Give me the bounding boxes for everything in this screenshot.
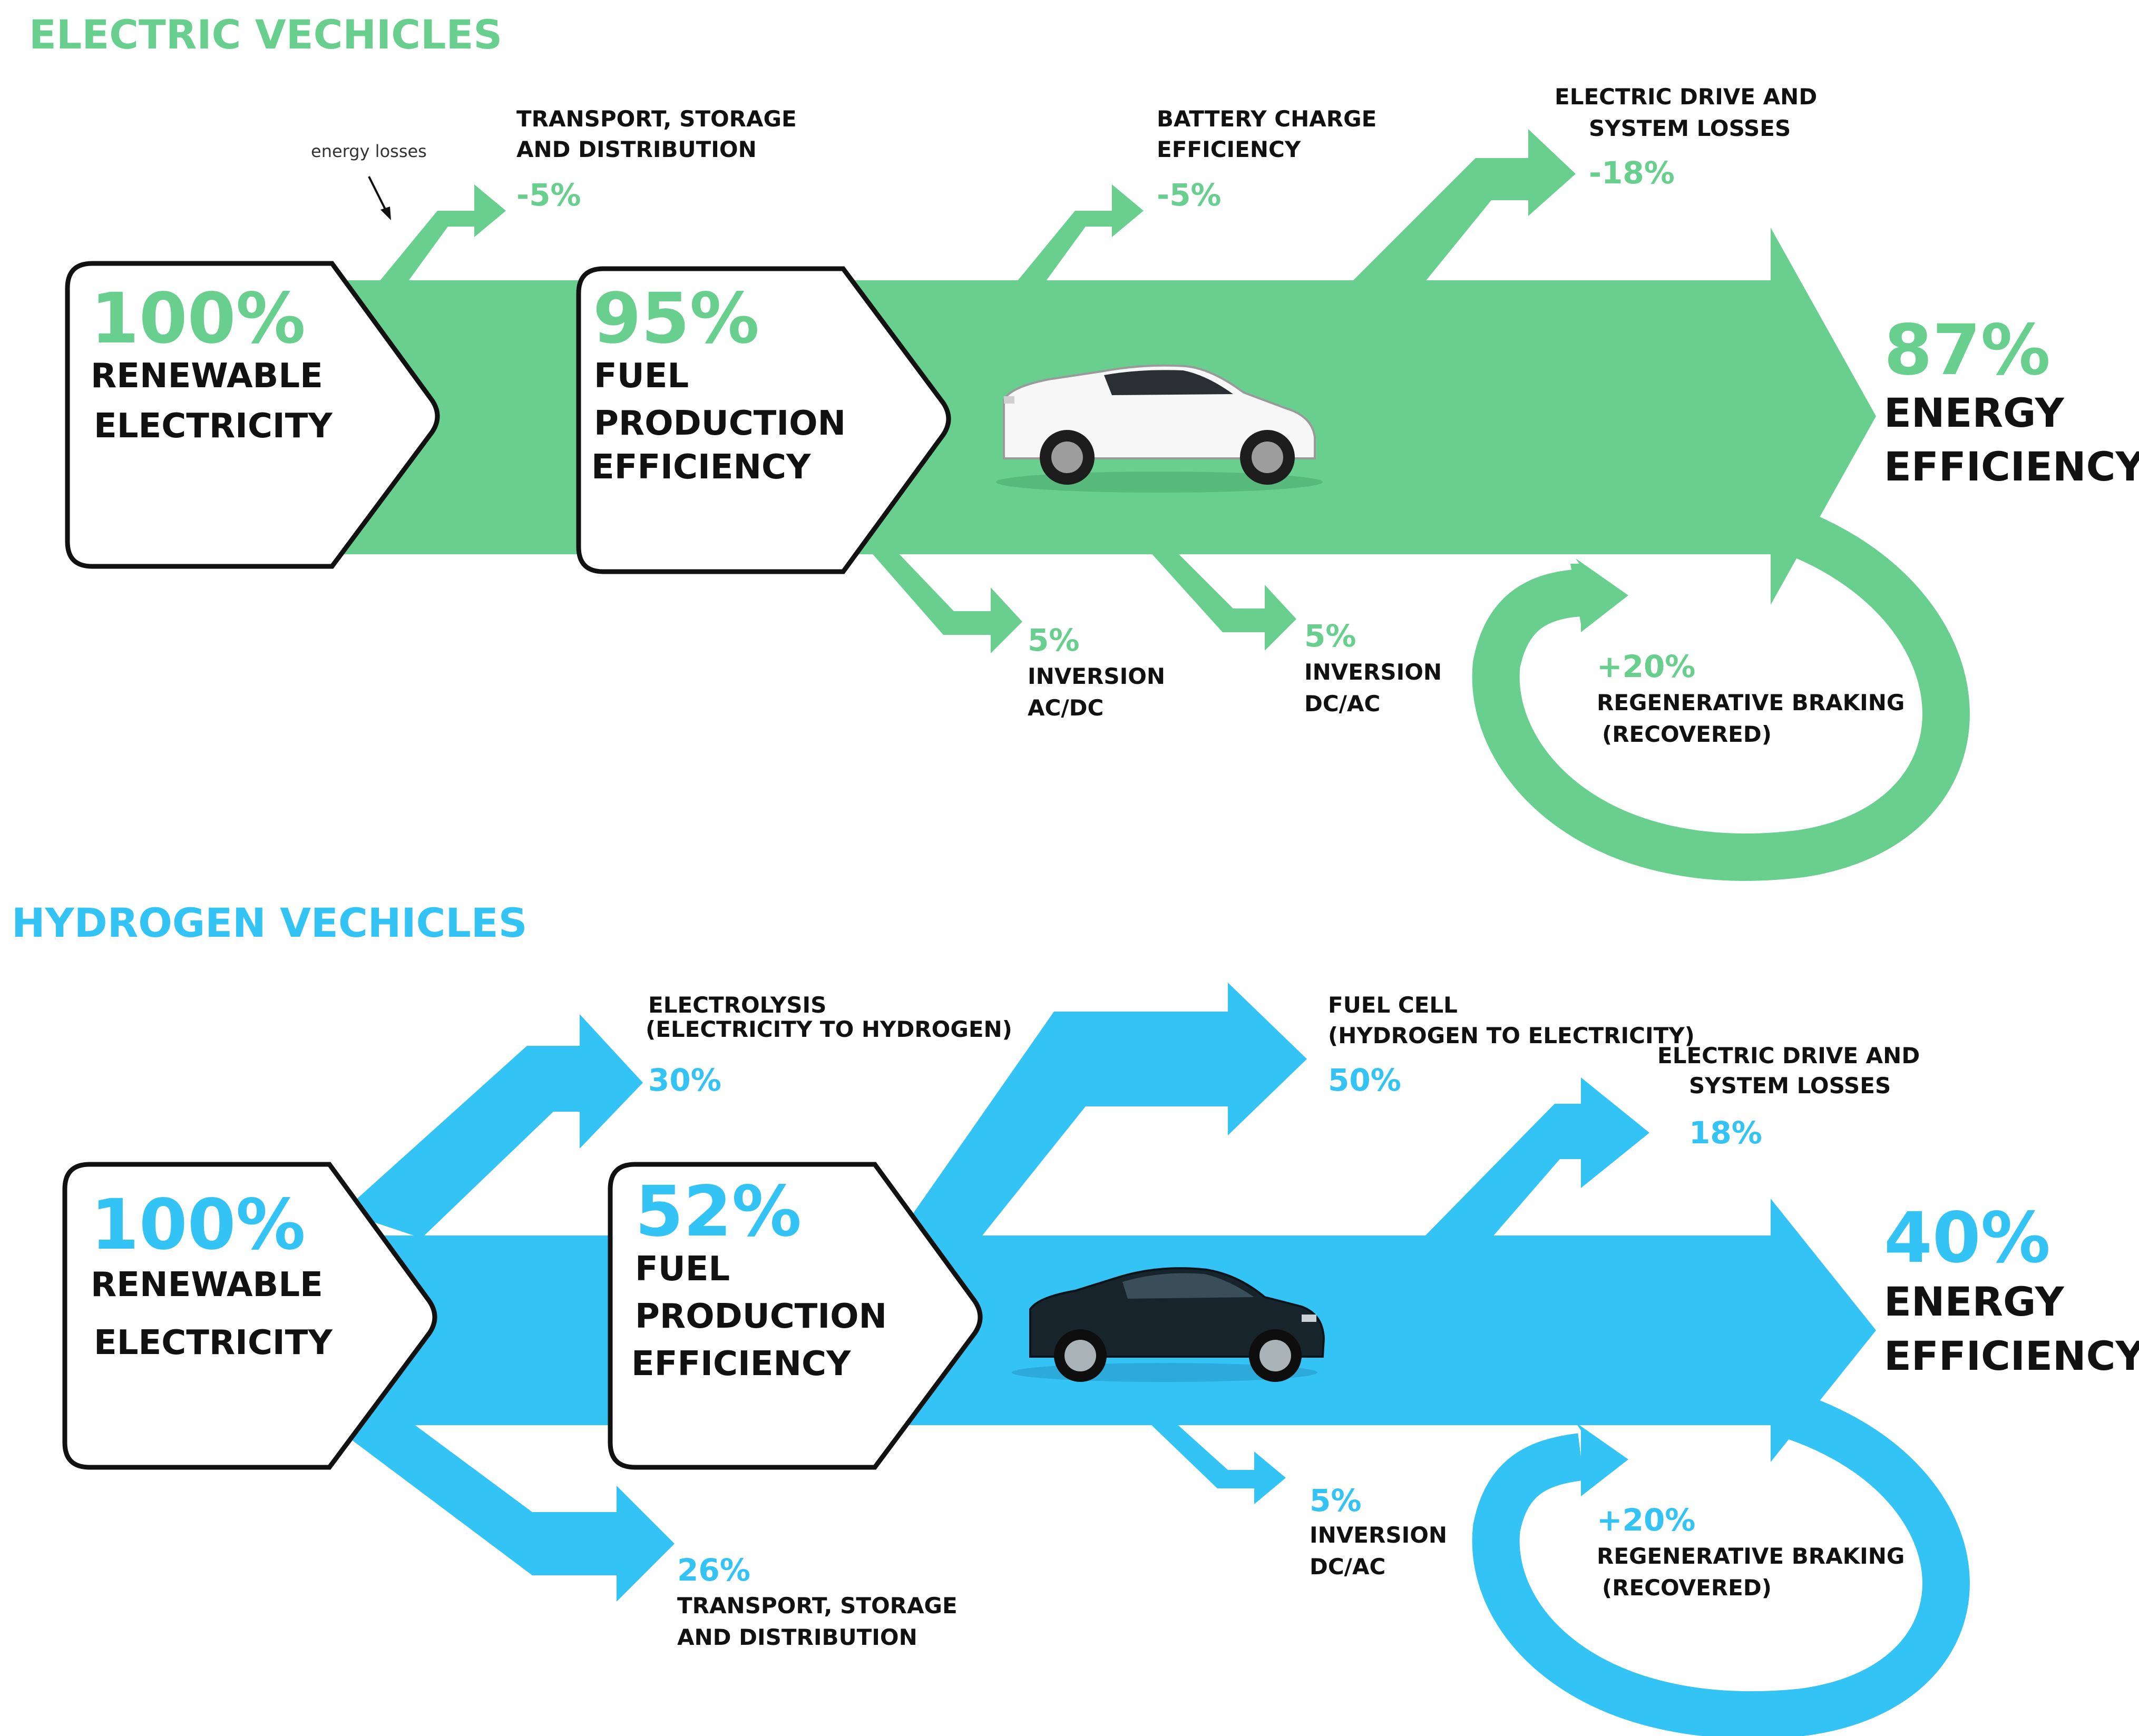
ev-heading: ELECTRIC VECHICLES <box>29 11 502 58</box>
h2-regen-arrowhead <box>1576 1423 1628 1496</box>
ev-loss-dcac-pct: 5% <box>1304 618 1356 654</box>
h2-loss-electrolysis-pct: 30% <box>648 1062 721 1098</box>
ev-loss-dcac-label1: INVERSION <box>1304 659 1442 685</box>
ev-loss-battery-pct: -5% <box>1157 177 1222 213</box>
ev-loss-drive-label2: SYSTEM LOSSES <box>1589 115 1791 141</box>
h2-loss-transport-label2: AND DISTRIBUTION <box>677 1624 917 1650</box>
ev-production-line2: PRODUCTION <box>594 404 846 443</box>
black-sedan-icon <box>1012 1267 1325 1382</box>
ev-result-line2: EFFICIENCY <box>1884 443 2139 490</box>
ev-loss-drive-label1: ELECTRIC DRIVE AND <box>1555 84 1817 110</box>
h2-result-line2: EFFICIENCY <box>1884 1332 2139 1379</box>
ev-source-pct: 100% <box>91 278 306 359</box>
ev-regen-pct: +20% <box>1597 649 1695 684</box>
h2-loss-arrow-dcac <box>1149 1423 1286 1504</box>
ev-regen-label1: REGENERATIVE BRAKING <box>1597 690 1904 715</box>
ev-loss-dcac-label2: DC/AC <box>1304 691 1380 717</box>
ev-regen-head <box>1570 564 1581 624</box>
h2-loss-arrow-electrolysis <box>343 1014 643 1238</box>
h2-source-line2: ELECTRICITY <box>94 1323 333 1362</box>
ev-source-box <box>65 261 440 569</box>
h2-regen-pct: +20% <box>1597 1502 1695 1538</box>
ev-loss-battery-label1: BATTERY CHARGE <box>1157 106 1376 132</box>
h2-loss-dcac-pct: 5% <box>1310 1483 1361 1518</box>
h2-production-line2: PRODUCTION <box>635 1297 887 1336</box>
h2-source-pct: 100% <box>91 1184 306 1266</box>
ev-loss-transport-label1: TRANSPORT, STORAGE <box>516 106 797 132</box>
ev-production-box <box>576 266 951 574</box>
hydrogen-section: HYDROGEN VECHICLES 100% RENEWABLE ELECTR… <box>12 899 2139 1736</box>
h2-loss-arrow-drive <box>1423 1077 1649 1238</box>
ev-production-line3: EFFICIENCY <box>591 448 811 487</box>
ev-annotation-pointer-head <box>380 207 391 220</box>
h2-result-line1: ENERGY <box>1884 1278 2065 1325</box>
ev-loss-arrow-drive <box>1349 129 1576 285</box>
h2-loss-arrow-transport <box>343 1391 675 1602</box>
ev-loss-arrow-dcac <box>1149 551 1296 651</box>
ev-loss-drive-pct: -18% <box>1589 155 1675 191</box>
h2-loss-fuelcell-label1: FUEL CELL <box>1328 992 1458 1018</box>
h2-loss-transport-label1: TRANSPORT, STORAGE <box>677 1593 958 1619</box>
ev-loss-transport-label2: AND DISTRIBUTION <box>516 136 757 162</box>
ev-production-pct: 95% <box>593 278 759 359</box>
ev-section: ELECTRIC VECHICLES 100% RENEWABLE ELECTR… <box>29 11 2139 881</box>
ev-loss-arrow-acdc <box>870 551 1022 653</box>
ev-energy-losses-annotation: energy losses <box>311 141 427 161</box>
h2-source-box <box>62 1162 437 1470</box>
h2-heading: HYDROGEN VECHICLES <box>12 899 527 946</box>
h2-production-line1: FUEL <box>635 1250 730 1289</box>
h2-production-line3: EFFICIENCY <box>631 1345 851 1384</box>
ev-loss-transport-pct: -5% <box>516 177 581 213</box>
h2-loss-arrow-fuelcell <box>896 983 1307 1238</box>
white-suv-icon <box>996 364 1323 493</box>
ev-regen-label2: (RECOVERED) <box>1602 721 1772 747</box>
h2-loss-fuelcell-label2: (HYDROGEN TO ELECTRICITY) <box>1328 1023 1695 1048</box>
h2-result-pct: 40% <box>1884 1198 2050 1279</box>
h2-regen-label2: (RECOVERED) <box>1602 1575 1772 1601</box>
ev-loss-arrow-battery <box>1014 184 1144 285</box>
ev-loss-acdc-label1: INVERSION <box>1028 663 1165 689</box>
ev-loss-battery-label2: EFFICIENCY <box>1157 136 1301 162</box>
h2-regen-loop <box>1472 1389 1970 1736</box>
ev-source-line1: RENEWABLE <box>91 357 323 396</box>
ev-loss-acdc-label2: AC/DC <box>1028 695 1103 721</box>
h2-loss-dcac-label1: INVERSION <box>1310 1522 1447 1548</box>
h2-loss-fuelcell-pct: 50% <box>1328 1062 1401 1098</box>
h2-production-pct: 52% <box>635 1171 802 1252</box>
h2-loss-electrolysis-label2: (ELECTRICITY TO HYDROGEN) <box>646 1016 1012 1042</box>
h2-loss-drive-pct: 18% <box>1689 1115 1762 1151</box>
h2-production-box <box>608 1162 983 1470</box>
ev-loss-arrow-transport <box>377 184 506 285</box>
h2-loss-dcac-label2: DC/AC <box>1310 1554 1385 1580</box>
h2-loss-transport-pct: 26% <box>677 1552 750 1588</box>
ev-source-line2: ELECTRICITY <box>94 407 333 446</box>
h2-regen-label1: REGENERATIVE BRAKING <box>1597 1543 1904 1569</box>
h2-source-line1: RENEWABLE <box>91 1266 323 1305</box>
ev-regen-loop <box>1472 504 1970 881</box>
ev-result-pct: 87% <box>1884 310 2050 391</box>
h2-loss-electrolysis-label1: ELECTROLYSIS <box>648 992 826 1018</box>
h2-loss-drive-label2: SYSTEM LOSSES <box>1689 1073 1891 1099</box>
ev-annotation-pointer <box>368 176 388 214</box>
ev-result-line1: ENERGY <box>1884 389 2065 436</box>
ev-production-line1: FUEL <box>594 357 689 396</box>
h2-loss-drive-label1: ELECTRIC DRIVE AND <box>1657 1043 1920 1068</box>
ev-regen-arrowhead <box>1576 558 1628 632</box>
ev-loss-acdc-pct: 5% <box>1028 622 1079 658</box>
